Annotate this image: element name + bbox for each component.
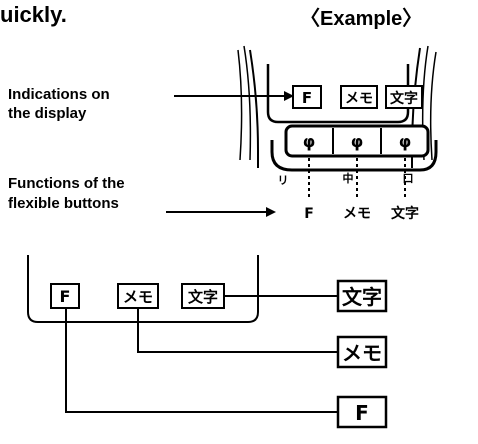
function-name-memo: メモ xyxy=(343,206,371,222)
function-name-moji: 文字 xyxy=(391,205,419,222)
display-panel xyxy=(27,255,259,323)
phone-button-left-glyph: φ xyxy=(303,132,316,151)
callout-box-memo xyxy=(336,335,388,369)
function-name-f: F xyxy=(304,206,314,222)
functions-arrow xyxy=(166,207,276,217)
button-mark-left: リ xyxy=(278,174,289,187)
display-key-memo: メモ xyxy=(123,288,153,306)
phone-key-memo: メモ xyxy=(345,91,373,107)
callout-box-moji xyxy=(336,279,388,313)
functions-label-line2: flexible buttons xyxy=(8,195,119,212)
phone-key-moji: 文字 xyxy=(390,90,418,107)
example-caption: 〈Example〉 xyxy=(300,8,423,30)
display-key-box-memo xyxy=(117,283,159,309)
indications-label-line1: Indications on xyxy=(8,86,110,103)
display-key-box-f xyxy=(50,283,80,309)
callout-key-f: F xyxy=(355,401,369,425)
display-key-moji: 文字 xyxy=(188,288,218,306)
heading-text: uickly. xyxy=(0,2,67,27)
function-connectors xyxy=(308,158,406,200)
phone-key-box-moji xyxy=(385,85,423,109)
phone-key-box-memo xyxy=(340,85,378,109)
callout-key-moji: 文字 xyxy=(342,285,382,309)
callout-key-memo: メモ xyxy=(342,341,382,365)
phone-button-row xyxy=(284,124,430,158)
phone-key-f: F xyxy=(302,89,312,107)
indications-arrow xyxy=(174,91,294,101)
indications-label-line2: the display xyxy=(8,105,87,122)
phone-key-box-f xyxy=(292,85,322,109)
phone-button-center-glyph: φ xyxy=(351,132,364,151)
button-mark-center: 中 xyxy=(343,171,354,185)
functions-label-line1: Functions of the xyxy=(8,175,125,192)
display-key-f: F xyxy=(60,287,71,306)
callout-box-f xyxy=(336,395,388,429)
phone-button-right-glyph: φ xyxy=(399,132,412,151)
callout-connectors xyxy=(65,295,338,413)
button-mark-right: 口 xyxy=(403,172,414,185)
